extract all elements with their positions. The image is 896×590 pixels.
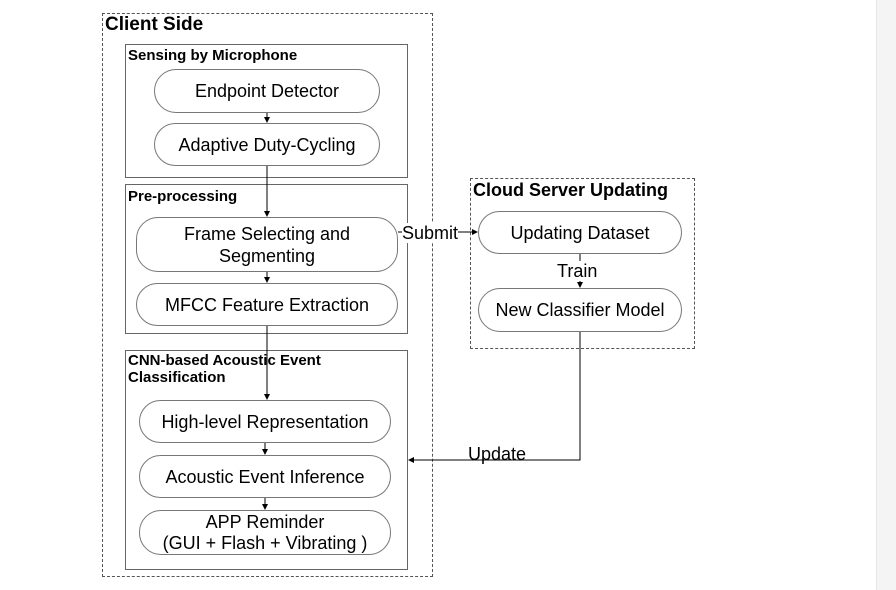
mfcc-node: MFCC Feature Extraction xyxy=(136,283,398,326)
frame-selecting-node: Frame Selecting and Segmenting xyxy=(136,217,398,272)
right-scrollbar-strip xyxy=(876,0,896,590)
app-reminder-line1: APP Reminder xyxy=(205,511,325,532)
app-reminder-line2: (GUI + Flash + Vibrating ) xyxy=(162,532,368,553)
cloud-title: Cloud Server Updating xyxy=(473,180,669,200)
preprocessing-title: Pre-processing xyxy=(128,188,238,205)
high-level-node: High-level Representation xyxy=(139,400,391,443)
new-classifier-node: New Classifier Model xyxy=(478,288,682,332)
arrow-update xyxy=(408,332,581,463)
client-side-title: Client Side xyxy=(105,14,204,35)
cnn-title-line2: Classification xyxy=(128,368,226,386)
client-side-group xyxy=(102,13,433,577)
updating-dataset-node: Updating Dataset xyxy=(478,211,682,254)
train-label: Train xyxy=(557,261,598,281)
cloud-group xyxy=(470,178,695,349)
sensing-title: Sensing by Microphone xyxy=(128,47,298,64)
frame-selecting-line2: Segmenting xyxy=(218,245,316,266)
update-label: Update xyxy=(468,444,527,464)
cnn-title: CNN-based Acoustic Event Classification xyxy=(128,352,321,386)
app-reminder-node: APP Reminder (GUI + Flash + Vibrating ) xyxy=(139,510,391,555)
duty-cycling-node: Adaptive Duty-Cycling xyxy=(154,123,380,166)
frame-selecting-line1: Frame Selecting and xyxy=(183,223,351,244)
submit-label: Submit xyxy=(402,223,459,243)
cnn-title-line1: CNN-based Acoustic Event xyxy=(128,352,321,369)
endpoint-detector-node: Endpoint Detector xyxy=(154,69,380,113)
event-inference-node: Acoustic Event Inference xyxy=(139,455,391,498)
